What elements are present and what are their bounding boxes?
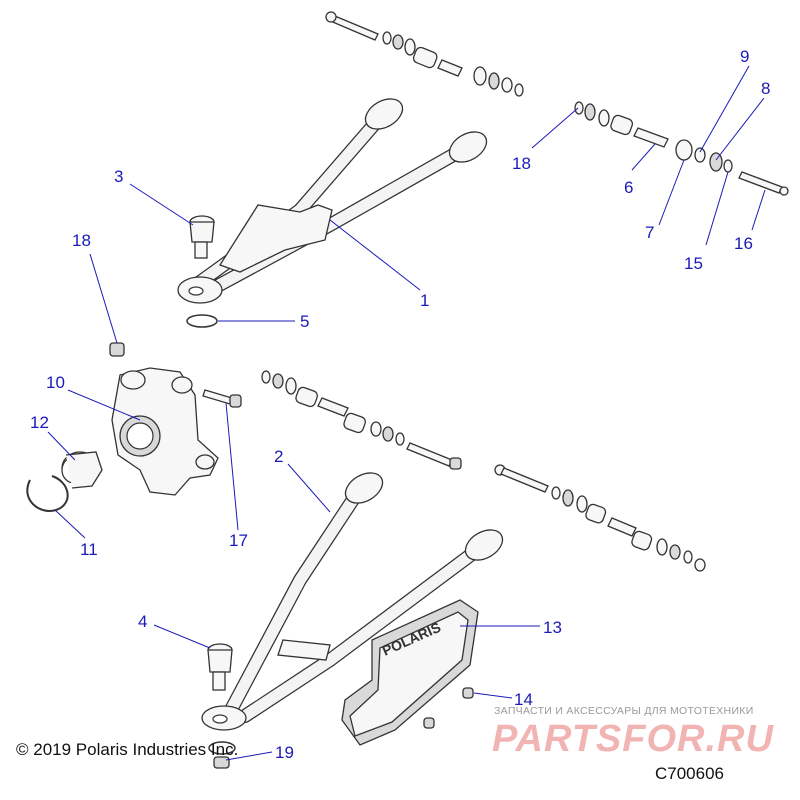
callout-10: 10 xyxy=(46,373,65,392)
upper-pivot-hardware xyxy=(574,101,789,196)
callout-13: 13 xyxy=(543,618,562,637)
knuckle-nut xyxy=(109,342,125,357)
steering-knuckle xyxy=(111,367,219,496)
upper-snap-ring xyxy=(186,314,218,328)
callout-18-left: 18 xyxy=(72,231,91,250)
callout-15: 15 xyxy=(684,254,703,273)
lower-snap-ring xyxy=(208,741,236,769)
copyright-notice: © 2019 Polaris Industries Inc. xyxy=(16,740,239,759)
knuckle-bolt xyxy=(202,389,242,408)
callout-8: 8 xyxy=(761,79,770,98)
watermark-brand: PARTSFOR.RU xyxy=(492,718,774,760)
lower-ball-joint xyxy=(207,643,233,691)
callout-1: 1 xyxy=(420,291,429,310)
leader-lines xyxy=(47,65,766,761)
upper-a-arm xyxy=(177,98,488,304)
callout-12: 12 xyxy=(30,413,49,432)
callout-19: 19 xyxy=(275,743,294,762)
callout-9: 9 xyxy=(740,47,749,66)
lower-a-arm xyxy=(201,472,504,731)
upper-bolt-stack xyxy=(325,11,524,97)
lower-front-bolt-stack xyxy=(261,370,462,470)
retaining-ring xyxy=(26,475,69,512)
lower-rear-bolt-stack xyxy=(494,464,706,572)
wheel-bearing xyxy=(61,451,103,489)
skid-plate-fasteners xyxy=(423,687,474,729)
watermark-tagline: ЗАПЧАСТИ И АКСЕССУАРЫ ДЛЯ МОТОТЕХНИКИ xyxy=(494,705,754,717)
upper-ball-joint xyxy=(189,215,215,259)
skid-plate: POLARIS xyxy=(341,599,479,746)
callout-2: 2 xyxy=(274,447,283,466)
callout-11: 11 xyxy=(80,540,98,559)
callout-5: 5 xyxy=(300,312,309,331)
callout-18-right: 18 xyxy=(512,154,531,173)
callout-16: 16 xyxy=(734,234,753,253)
callout-4: 4 xyxy=(138,612,147,631)
callout-17: 17 xyxy=(229,531,248,550)
callout-6: 6 xyxy=(624,178,633,197)
callout-3: 3 xyxy=(114,167,123,186)
callout-7: 7 xyxy=(645,223,654,242)
drawing-number: C700606 xyxy=(655,764,725,783)
callout-14: 14 xyxy=(514,690,533,709)
